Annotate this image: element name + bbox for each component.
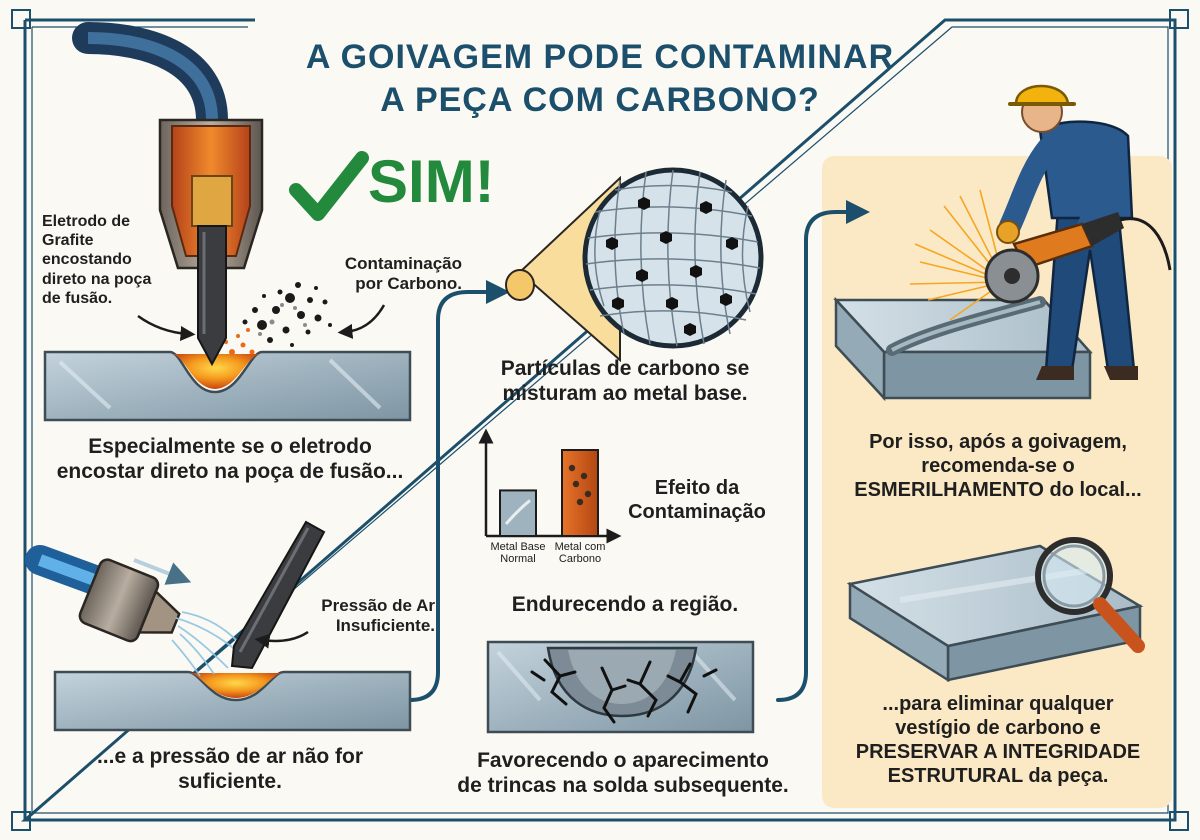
caption-line: encostar direto na poça de fusão...: [56, 460, 404, 484]
caption-line: suficiente.: [178, 770, 282, 794]
air-pressure-label: Pressão de Ar Insuficiente.: [300, 596, 435, 637]
air-pressure-illustration: [25, 520, 412, 732]
title-line-1: A GOIVAGEM PODE CONTAMINAR: [305, 38, 895, 76]
caption-line: ...para eliminar qualquer: [882, 693, 1114, 715]
carbon-contamination-label: Contaminação por Carbono.: [302, 254, 462, 295]
caption-line: de trincas na solda subsequente.: [457, 774, 789, 798]
caption-line: ...e a pressão de ar não for: [96, 745, 364, 768]
caption-line: Partículas de carbono se: [500, 357, 750, 380]
caption-carbon-particles: Partículas de carbono se misturam ao met…: [470, 356, 780, 406]
decorative-frame: [11, 9, 1189, 831]
caption-grinding: Por isso, após a goivagem, recomenda-se …: [830, 430, 1166, 502]
chart-title-line: Efeito da: [654, 477, 740, 499]
carbon-contamination-label-line: Contaminação: [344, 254, 462, 273]
electrode-label: Eletrodo de Grafite encostando direto na…: [42, 212, 172, 308]
carbon-speck: [576, 498, 584, 506]
checkmark-icon: [289, 151, 369, 221]
chart-category-label: Normal: [500, 553, 535, 565]
clean-plate-illustration: [846, 537, 1145, 683]
carbon-speck: [580, 472, 588, 480]
caption-line: ESMERILHAMENTO do local...: [854, 479, 1142, 501]
carbon-contamination-label-line: por Carbono.: [355, 274, 462, 294]
caption-line: Por isso, após a goivagem,: [869, 431, 1127, 453]
carbon-speck: [568, 464, 576, 472]
electrode-label-line: Eletrodo de: [42, 213, 131, 230]
bar-highlight: [504, 499, 531, 525]
caption-cracks: Favorecendo o aparecimento de trincas na…: [448, 748, 798, 798]
bar-carbon-metal: [561, 449, 599, 537]
caption-line: ESTRUTURAL da peça.: [887, 765, 1109, 787]
carbon-speck: [572, 480, 580, 488]
chart-title-line: Contaminação: [628, 501, 766, 523]
caption-hardening: Endurecendo a região.: [511, 593, 739, 616]
electrode-in-pool-illustration: [43, 22, 412, 422]
chart-category-label: Metal Base: [490, 541, 545, 553]
title-line-2: A PEÇA COM CARBONO?: [380, 80, 820, 119]
chart-category-label: Carbono: [559, 553, 601, 565]
air-pressure-label-line: Pressão de Ar: [321, 596, 435, 615]
air-pressure-label-line: Insuficiente.: [335, 616, 435, 636]
flow-connectors: [408, 200, 870, 702]
electrode-label-line: de fusão.: [42, 289, 113, 307]
caption-line: Favorecendo o aparecimento: [477, 749, 769, 772]
page-title: A GOIVAGEM PODE CONTAMINAR A PEÇA COM CA…: [230, 36, 970, 121]
caption-line: PRESERVAR A INTEGRIDADE: [855, 741, 1141, 763]
chart-category-label: Metal com: [555, 541, 606, 553]
electrode-label-line: encostando: [42, 251, 132, 269]
chart-title: Efeito da Contaminação: [612, 476, 782, 524]
caption-line: vestígio de carbono e: [895, 717, 1101, 739]
caption-line: Especialmente se o eletrodo: [88, 435, 372, 458]
electrode-label-line: direto na poça: [42, 270, 152, 288]
caption-air-pressure: ...e a pressão de ar não for suficiente.: [40, 744, 420, 794]
carbon-particles-magnified: [505, 167, 764, 363]
caption-line: recomenda-se o: [921, 455, 1075, 477]
crack-illustration: [486, 640, 755, 734]
caption-line: misturam ao metal base.: [502, 382, 748, 406]
carbon-speck: [584, 490, 592, 498]
caption-preserve-integrity: ...para eliminar qualquer vestígio de ca…: [830, 692, 1166, 788]
grinding-worker-illustration: [833, 84, 1172, 402]
answer-yes: SIM!: [368, 148, 495, 215]
electrode-label-line: Grafite: [42, 232, 94, 250]
caption-electrode: Especialmente se o eletrodo encostar dir…: [40, 434, 420, 484]
